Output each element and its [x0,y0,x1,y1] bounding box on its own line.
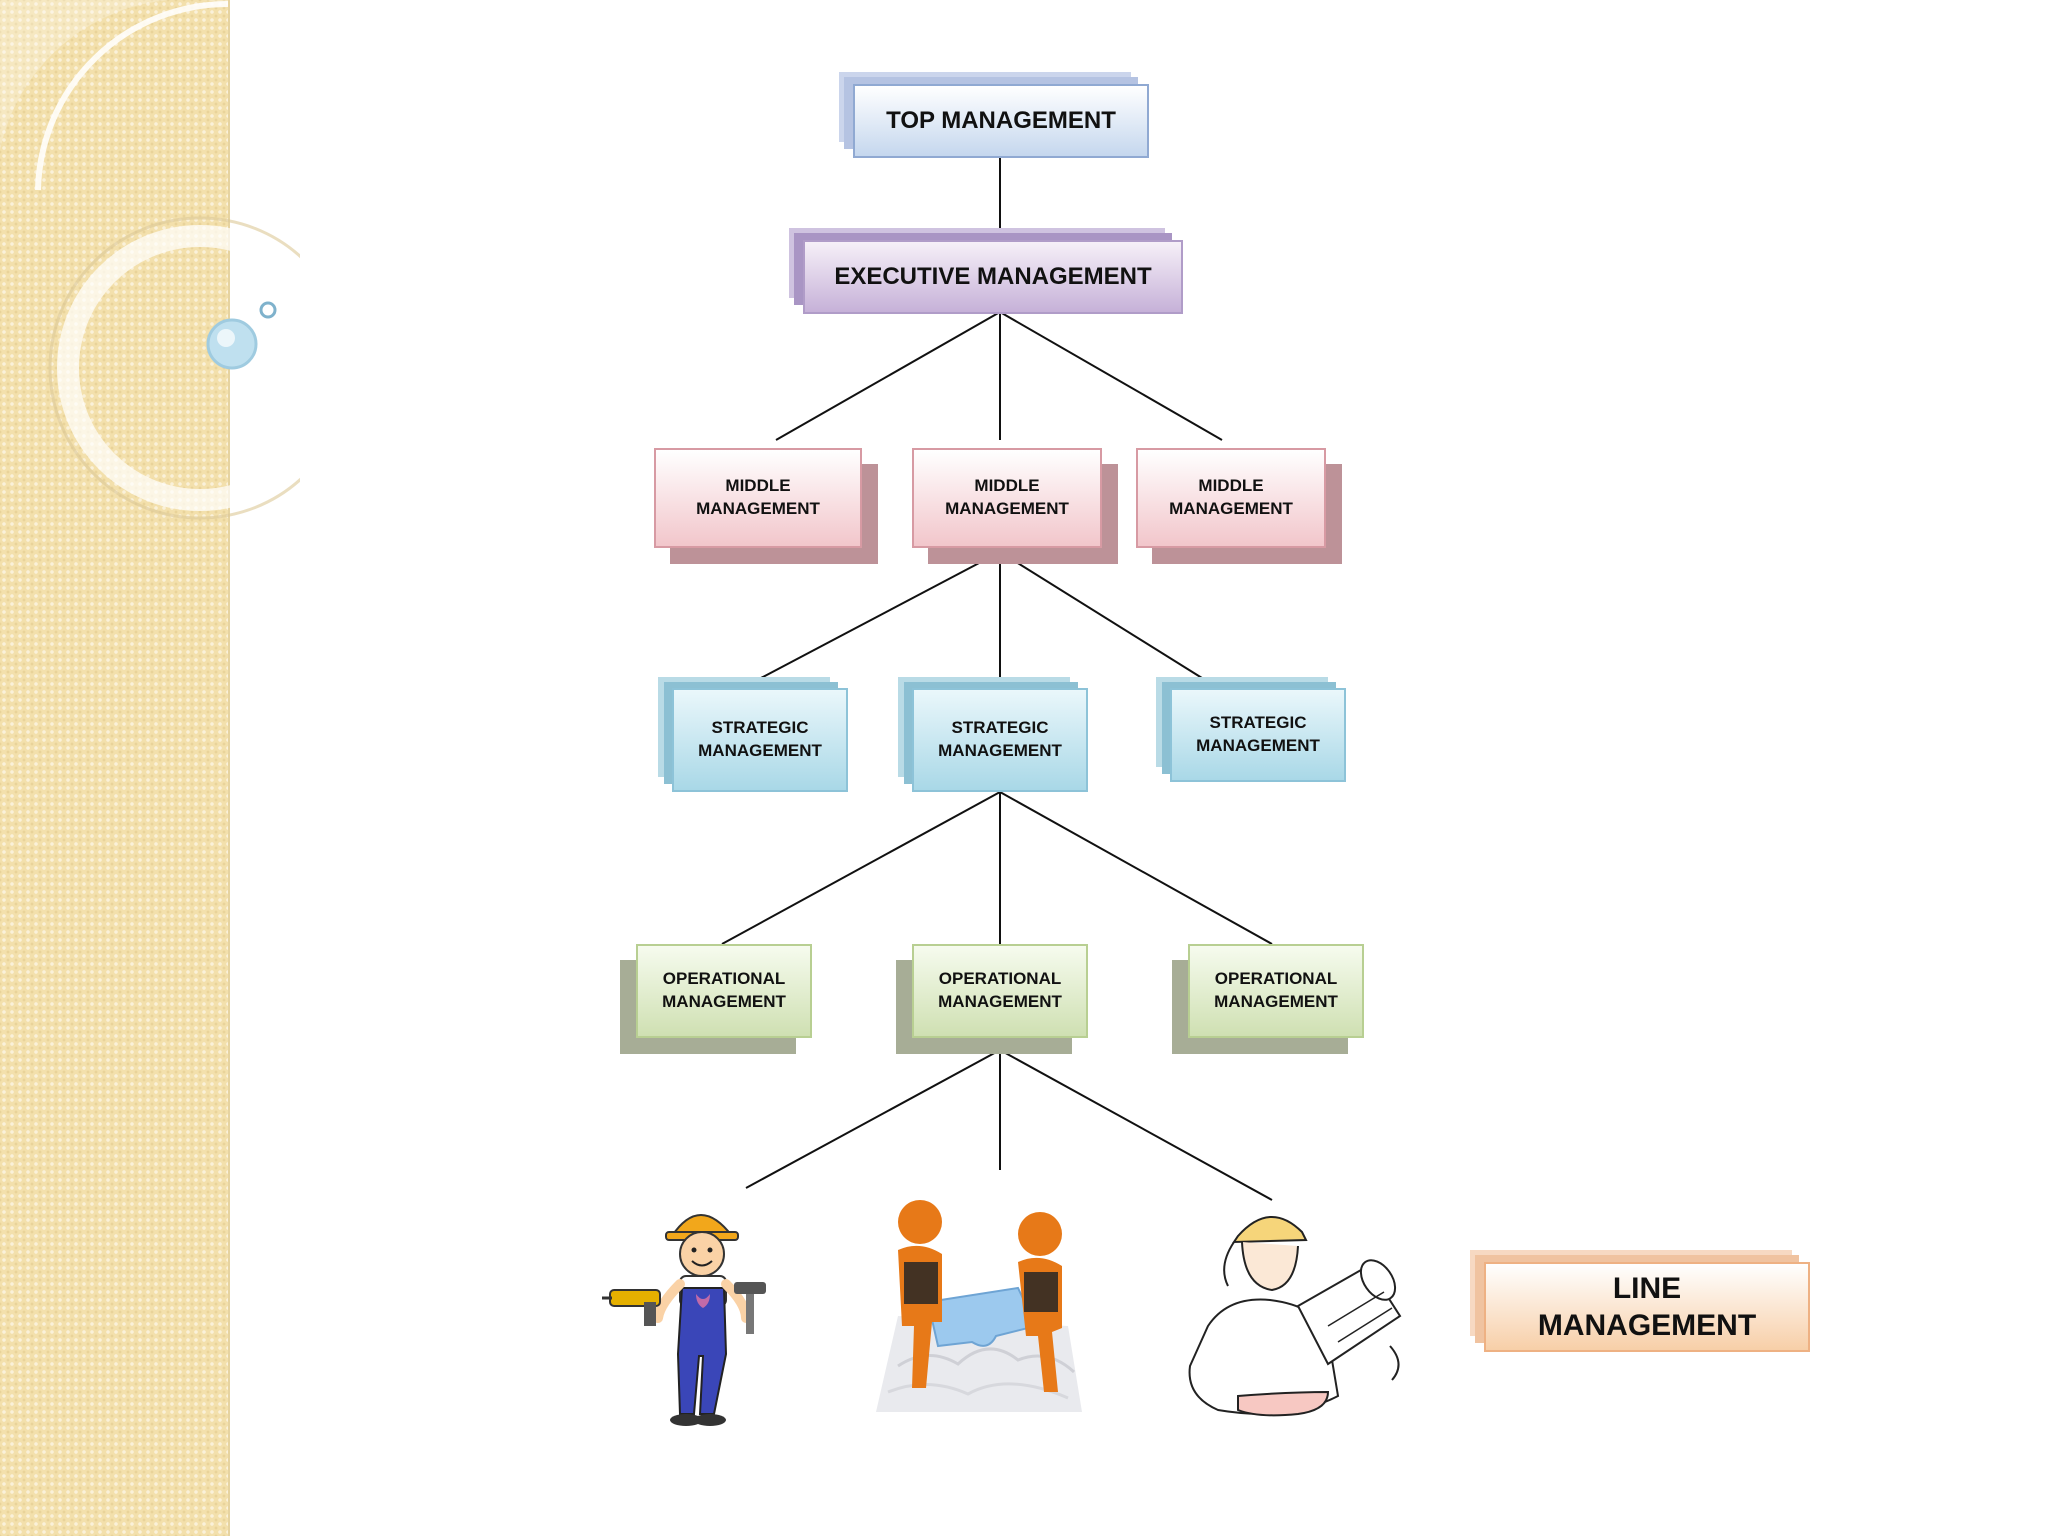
line-management-line2: MANAGEMENT [1537,1309,1757,1342]
strategic-management-line1: STRATEGIC [1209,713,1307,733]
strategic-management-box-2: STRATEGIC MANAGEMENT [912,688,1088,792]
middle-management-line1: MIDDLE [974,476,1040,496]
executive-management-label: EXECUTIVE MANAGEMENT [834,262,1152,290]
middle-management-line2: MANAGEMENT [1169,499,1293,518]
operational-management-line2: MANAGEMENT [1214,992,1338,1011]
middle-management-box-2: MIDDLE MANAGEMENT [912,448,1102,548]
operational-management-line2: MANAGEMENT [662,992,786,1011]
worker-clipart-icon [602,1214,766,1426]
middle-management-line1: MIDDLE [725,476,791,496]
line-management-box: LINE MANAGEMENT [1484,1262,1810,1352]
middle-management-line2: MANAGEMENT [696,499,820,518]
operational-management-line2: MANAGEMENT [938,992,1062,1011]
strategic-management-line2: MANAGEMENT [1196,736,1320,755]
strategic-management-line1: STRATEGIC [711,718,809,738]
strategic-management-line1: STRATEGIC [951,718,1049,738]
engineer-blueprint-icon [1188,1216,1402,1417]
operational-management-box-2: OPERATIONAL MANAGEMENT [912,944,1088,1038]
strategic-management-line2: MANAGEMENT [938,741,1062,760]
middle-management-line1: MIDDLE [1198,476,1264,496]
operational-management-box-1: OPERATIONAL MANAGEMENT [636,944,812,1038]
strategic-management-line2: MANAGEMENT [698,741,822,760]
executive-management-box: EXECUTIVE MANAGEMENT [803,240,1183,314]
teamwork-puzzle-icon [868,1176,1090,1420]
operational-management-line1: OPERATIONAL [938,969,1062,989]
operational-management-line1: OPERATIONAL [662,969,786,989]
top-management-label: TOP MANAGEMENT [886,106,1116,134]
middle-management-box-3: MIDDLE MANAGEMENT [1136,448,1326,548]
strategic-management-box-1: STRATEGIC MANAGEMENT [672,688,848,792]
operational-management-box-3: OPERATIONAL MANAGEMENT [1188,944,1364,1038]
middle-management-box-1: MIDDLE MANAGEMENT [654,448,862,548]
top-management-box: TOP MANAGEMENT [853,84,1149,158]
operational-management-line1: OPERATIONAL [1214,969,1338,989]
middle-management-line2: MANAGEMENT [945,499,1069,518]
decorative-rings-icon [0,0,300,520]
line-management-line1: LINE [1612,1271,1682,1305]
strategic-management-box-3: STRATEGIC MANAGEMENT [1170,688,1346,782]
